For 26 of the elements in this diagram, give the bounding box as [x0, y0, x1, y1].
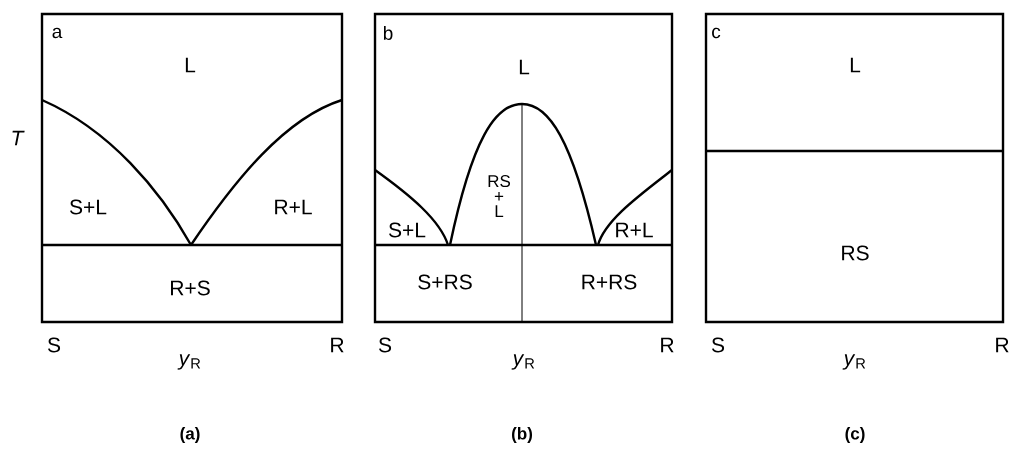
axis-label: R — [996, 337, 1009, 353]
axis-label: S — [378, 337, 392, 353]
axis-label: y$_{R}$ — [511, 354, 535, 370]
panel-caption: (c) — [845, 427, 865, 443]
panel-letter: b — [383, 26, 393, 40]
axis-label: y$_{R}$ — [842, 354, 866, 370]
region-label: RS + L — [488, 175, 511, 217]
region-label: R+L — [275, 199, 312, 215]
region-label: R+L — [616, 222, 653, 238]
panel-caption: (a) — [180, 427, 200, 443]
region-label: R+S — [171, 280, 210, 296]
panel-letter: c — [712, 27, 721, 39]
region-label: L — [850, 57, 861, 73]
axis-label: R — [331, 337, 344, 353]
region-label: L — [185, 57, 196, 73]
axis-label: S — [711, 337, 725, 353]
region-label: S+L — [70, 199, 107, 215]
axis-label: y$_{R}$ — [177, 354, 201, 370]
region-label: L — [519, 59, 530, 75]
panel-caption: (b) — [512, 427, 532, 443]
region-label: S+RS — [418, 274, 472, 290]
region-label: S+L — [389, 222, 426, 238]
region-label: RS — [842, 245, 869, 261]
panel-letter: a — [52, 27, 63, 39]
axis-label: R — [661, 337, 674, 353]
region-label: R+RS — [582, 274, 637, 290]
